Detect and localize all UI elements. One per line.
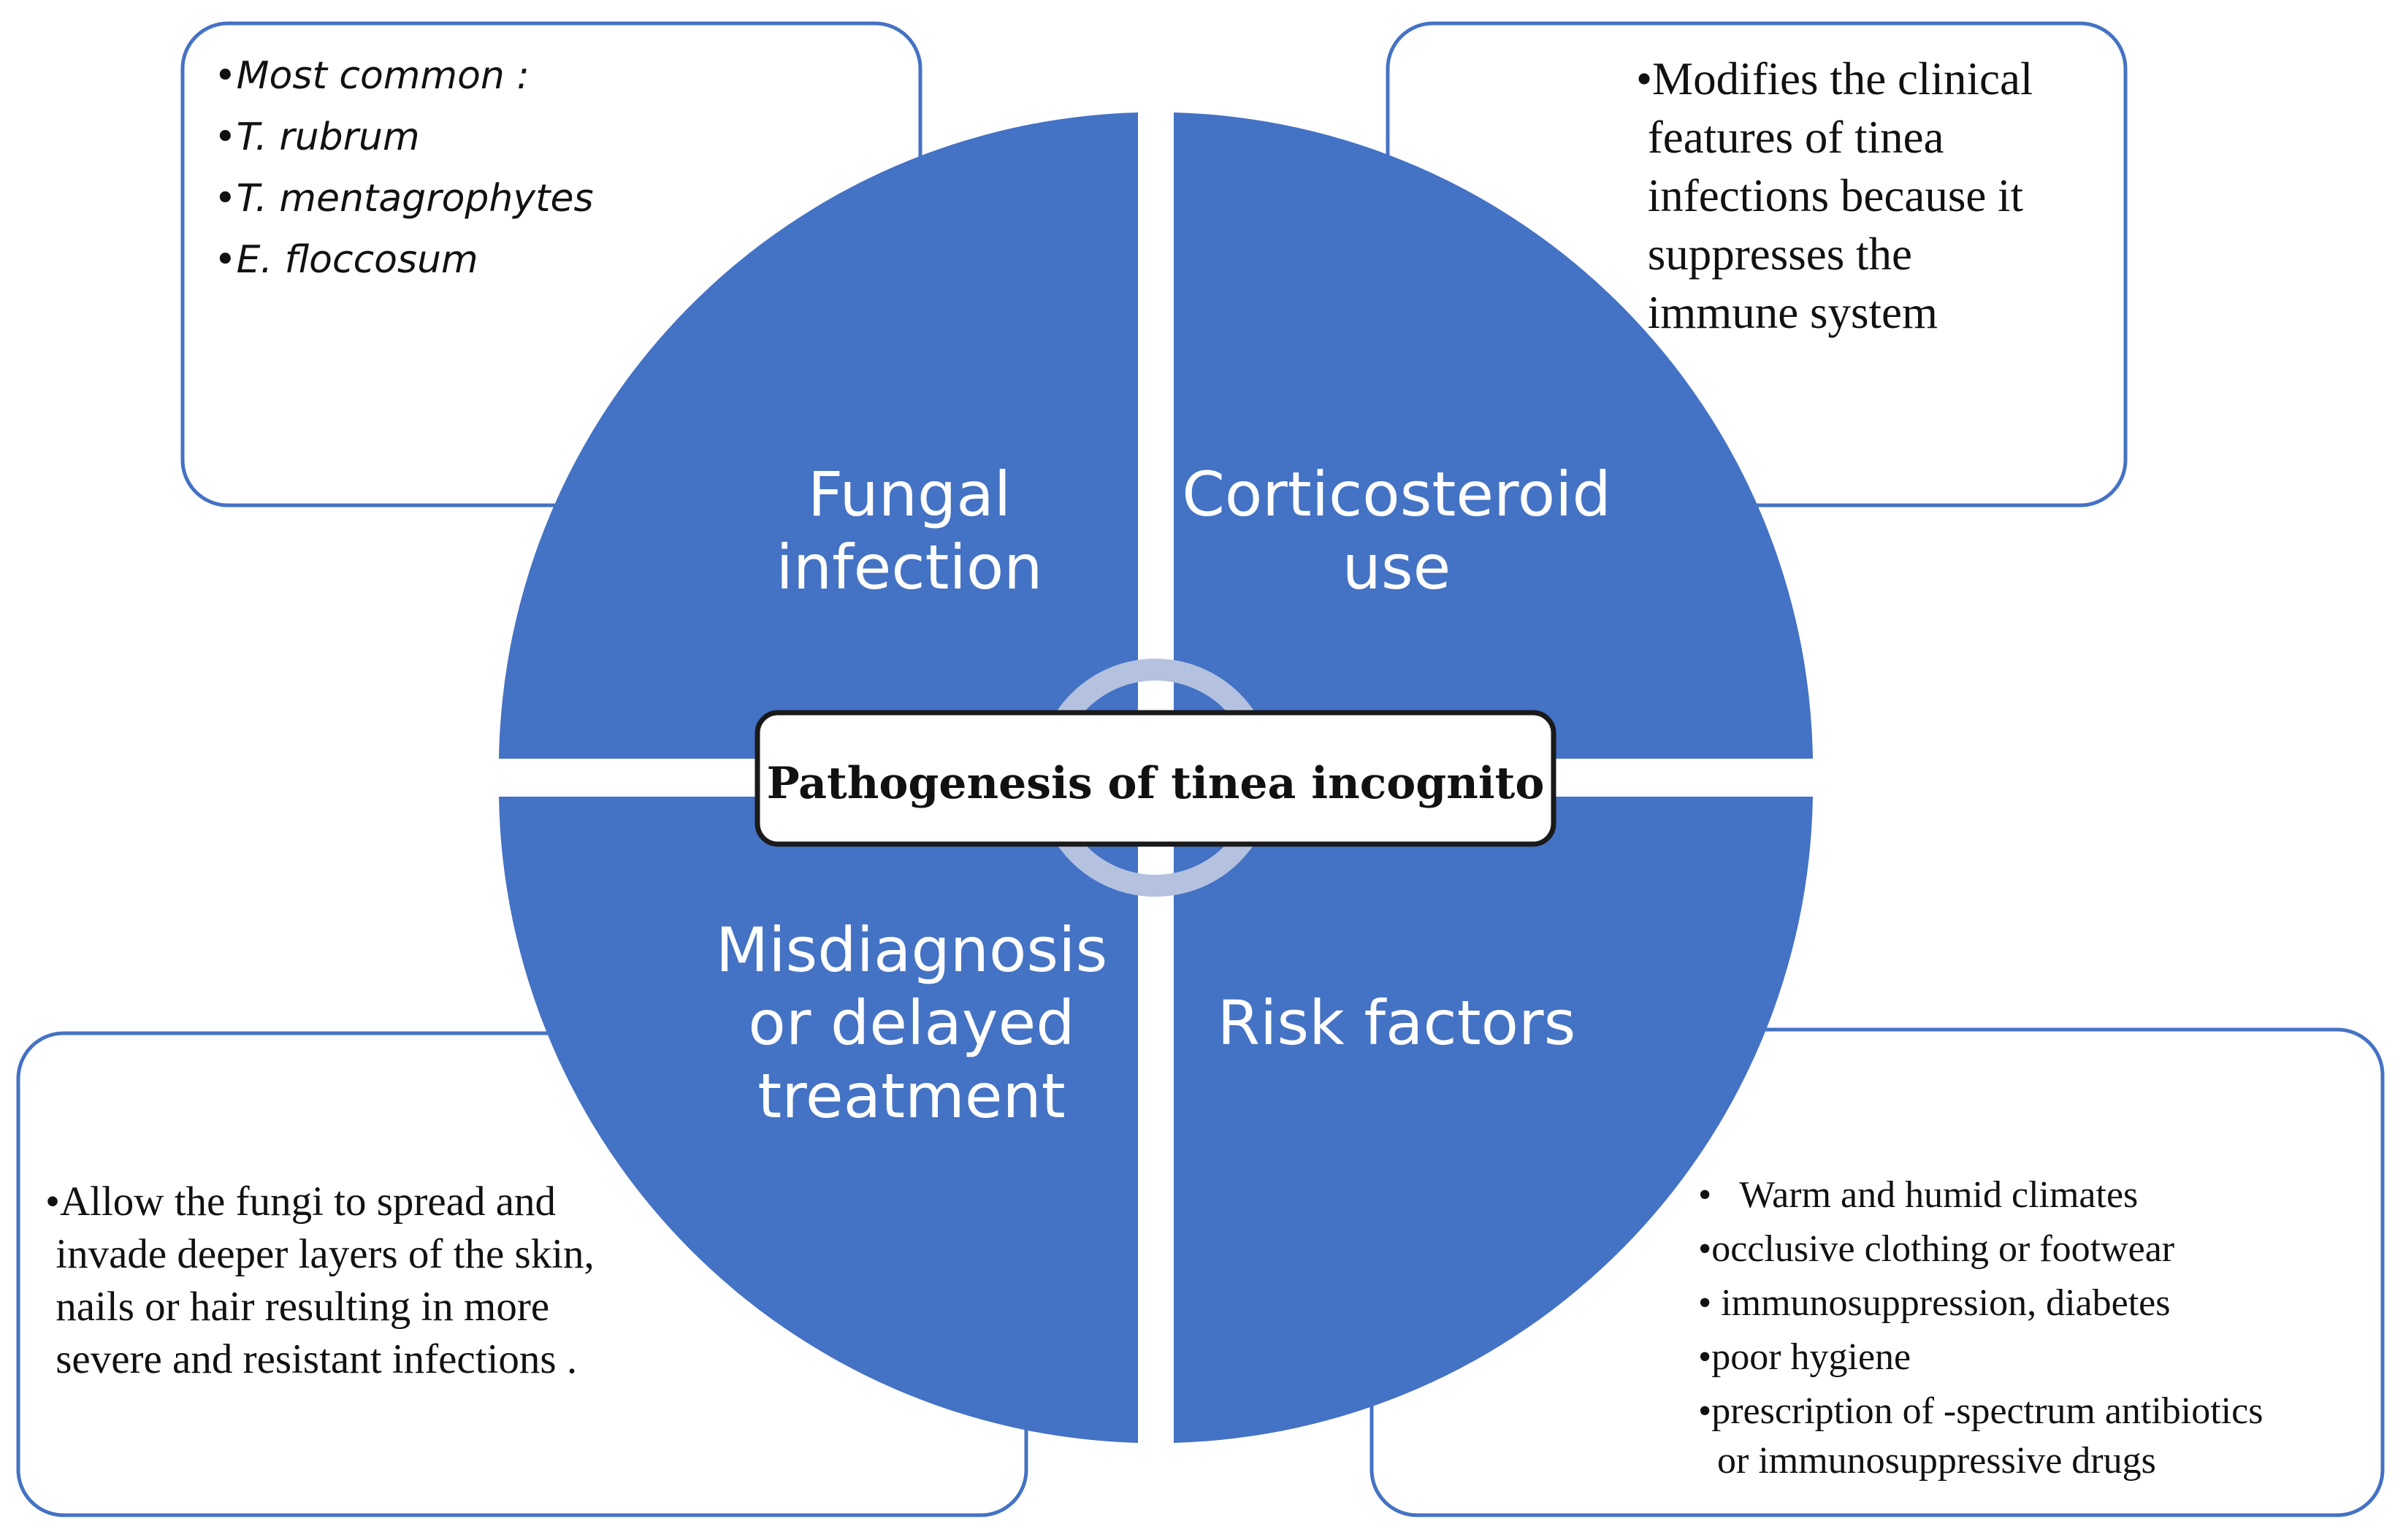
note-line: •T. mentagrophytes — [214, 177, 594, 221]
quadrant-label-risk-factors: Risk factors — [1218, 987, 1576, 1059]
note-line: •Modifies the clinical — [1636, 53, 2033, 104]
note-line: •Allow the fungi to spread and — [45, 1179, 557, 1225]
quadrant-label-misdiagnosis-line1: Misdiagnosis — [716, 914, 1108, 986]
note-line: or immunosuppressive drugs — [1698, 1440, 2156, 1482]
quadrant-label-corticosteroid-line2: use — [1342, 532, 1451, 603]
note-line: •Most common : — [214, 54, 530, 98]
note-line: •prescription of -spectrum antibiotics — [1698, 1390, 2263, 1432]
center-title: Pathogenesis of tinea incognito — [767, 758, 1545, 809]
note-line: •poor hygiene — [1698, 1336, 1911, 1378]
note-line: • Warm and humid climates — [1698, 1174, 2139, 1216]
quadrant-risk-factors — [1174, 797, 1813, 1443]
quadrant-label-misdiagnosis-line2: or delayed — [748, 987, 1074, 1059]
note-line: features of tinea — [1636, 112, 1944, 163]
note-line: nails or hair resulting in more — [45, 1284, 550, 1330]
note-line: • immunosuppression, diabetes — [1698, 1282, 2171, 1324]
note-top-left: •Most common : •T. rubrum •T. mentagroph… — [214, 45, 594, 291]
quadrant-label-corticosteroid-line1: Corticosteroid — [1182, 459, 1611, 530]
note-line: suppresses the — [1636, 229, 1912, 280]
note-bottom-right: • Warm and humid climates •occlusive clo… — [1698, 1168, 2263, 1484]
note-bottom-left: •Allow the fungi to spread and invade de… — [45, 1176, 595, 1386]
quadrant-corticosteroid-use — [1174, 112, 1813, 759]
quadrant-label-misdiagnosis-line3: treatment — [757, 1060, 1065, 1132]
note-line: severe and resistant infections . — [45, 1336, 578, 1382]
note-line: •occlusive clothing or footwear — [1698, 1228, 2175, 1270]
note-line: infections because it — [1636, 170, 2024, 221]
quadrant-misdiagnosis — [499, 797, 1138, 1443]
note-line: •T. rubrum — [214, 115, 420, 159]
center-title-box — [754, 710, 1556, 847]
quadrant-label-fungal-line2: infection — [776, 532, 1043, 603]
quadrant-fungal-infection — [499, 112, 1138, 759]
note-line: •E. floccosum — [214, 238, 478, 282]
note-line: invade deeper layers of the skin, — [45, 1231, 595, 1277]
quadrant-label-fungal-line1: Fungal — [808, 459, 1011, 530]
note-top-right: •Modifies the clinical features of tinea… — [1636, 50, 2033, 342]
note-line: immune system — [1636, 287, 1938, 338]
